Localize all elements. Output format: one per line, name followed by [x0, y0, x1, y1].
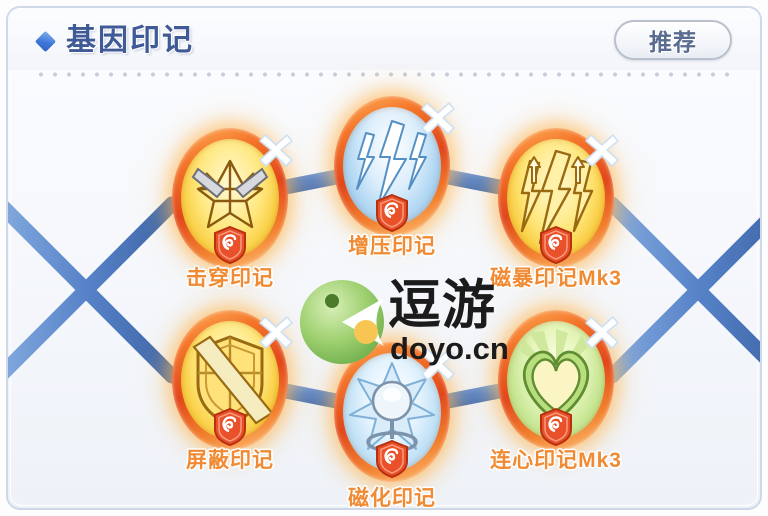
electric-arrows-icon: [507, 139, 605, 257]
x-badge-icon[interactable]: [256, 312, 296, 352]
node-label: 击穿印记: [186, 267, 274, 290]
shield-swirl-icon: [213, 408, 247, 446]
diamond-icon: [34, 30, 57, 53]
shield-swirl-icon: [375, 440, 409, 478]
x-badge-icon[interactable]: [582, 312, 622, 352]
imprint-node-pierce[interactable]: 击穿印记: [172, 128, 293, 290]
imprint-node-boost[interactable]: 增压印记: [334, 96, 455, 258]
recommend-button[interactable]: 推荐: [614, 20, 732, 60]
cracked-burst-icon: [181, 139, 279, 257]
x-badge-icon[interactable]: [418, 98, 458, 138]
main-panel: 基因印记 推荐: [6, 6, 762, 510]
magnet-orb-icon: [343, 353, 441, 471]
header-bar: 基因印记 推荐: [8, 8, 760, 70]
x-badge-icon[interactable]: [418, 344, 458, 384]
header-divider: [34, 72, 734, 77]
shield-swirl-icon: [375, 194, 409, 232]
tree-cross-left-cross-1: [8, 196, 180, 379]
lightning-bolts-icon: [343, 107, 441, 225]
node-label: 连心印记Mk3: [490, 449, 622, 472]
imprint-node-emp-mk3[interactable]: 磁暴印记Mk3: [490, 128, 621, 290]
heart-icon: [507, 321, 605, 439]
shield-swirl-icon: [539, 408, 573, 446]
node-label: 磁暴印记Mk3: [490, 267, 622, 290]
node-artwork: [507, 321, 605, 439]
node-label: 屏蔽印记: [186, 449, 274, 472]
slashed-shield-icon: [181, 321, 279, 439]
imprint-node-heartlink-mk3[interactable]: 连心印记Mk3: [490, 310, 621, 472]
imprint-node-magnetize[interactable]: 磁化印记: [334, 342, 455, 508]
imprint-tree: 击穿印记 增压印记: [8, 78, 760, 508]
shield-swirl-icon: [213, 226, 247, 264]
x-badge-icon[interactable]: [582, 130, 622, 170]
imprint-node-shield[interactable]: 屏蔽印记: [172, 310, 293, 472]
x-badge-icon[interactable]: [256, 130, 296, 170]
node-label: 磁化印记: [348, 487, 436, 510]
page-title: 基因印记: [66, 24, 194, 57]
shield-swirl-icon: [539, 226, 573, 264]
node-label: 增压印记: [348, 235, 436, 258]
tree-cross-right-cross-1: [604, 217, 760, 384]
recommend-button-label: 推荐: [649, 29, 697, 55]
